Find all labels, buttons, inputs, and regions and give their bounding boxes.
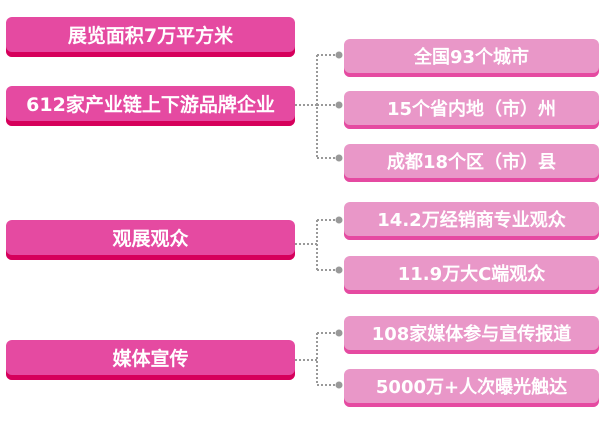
- enterprise-detail-box: 全国93个城市: [344, 39, 599, 77]
- media-box: 媒体宣传: [6, 340, 295, 380]
- enterprise-detail-box: 15个省内地（市）州: [344, 91, 599, 129]
- visitor-detail-box: 14.2万经销商专业观众: [344, 202, 599, 240]
- media-detail-box: 108家媒体参与宣传报道: [344, 316, 599, 354]
- visitors-box: 观展观众: [6, 220, 295, 260]
- media-detail-box: 5000万+人次曝光触达: [344, 369, 599, 407]
- visitor-detail-box: 11.9万大C端观众: [344, 256, 599, 294]
- exhibition-area-box: 展览面积7万平方米: [6, 17, 295, 57]
- enterprises-box: 612家产业链上下游品牌企业: [6, 86, 295, 126]
- enterprise-detail-box: 成都18个区（市）县: [344, 144, 599, 182]
